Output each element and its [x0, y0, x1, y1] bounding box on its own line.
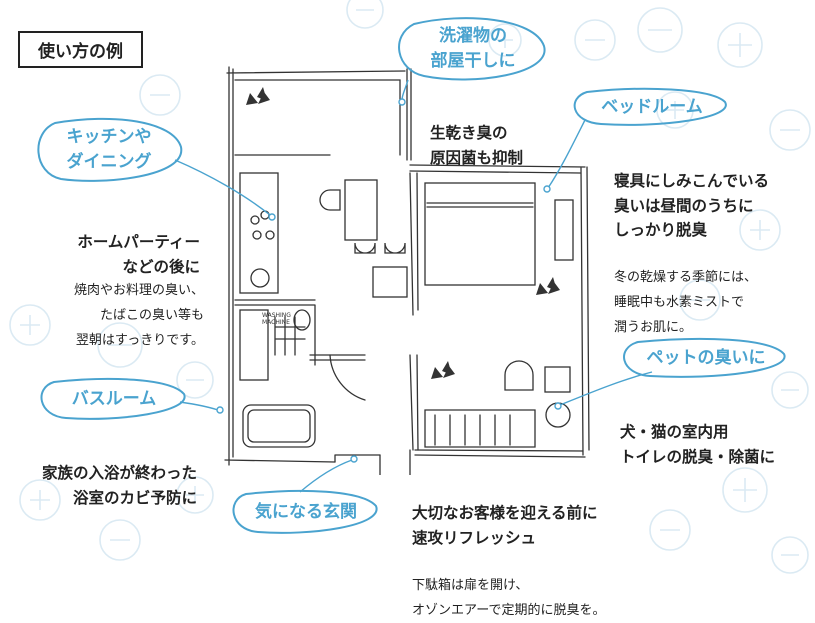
bubble-pet-text: ペットの臭いに: [646, 347, 766, 368]
bubble-bath-text: バスルーム: [71, 388, 157, 409]
page-title: 使い方の例: [18, 31, 143, 68]
bubble-pet: ペットの臭いに: [620, 337, 792, 378]
bedroom-sub-text: 冬の乾燥する季節には、 睡眠中も水素ミストで 潤うお肌に。: [614, 270, 758, 335]
bubble-bedroom: ベッドルーム: [571, 87, 733, 126]
connector-lines: [174, 79, 653, 493]
bubble-entrance: 気になる玄関: [230, 489, 382, 534]
kitchen-sub-text: 焼肉やお料理の臭い、 たばこの臭い等も 翌朝はすっきりです。: [73, 283, 204, 348]
laundry-main-text: 生乾き臭の 原因菌も抑制: [430, 124, 524, 167]
bubble-bath: バスルーム: [38, 377, 190, 420]
pet-main-text: 犬・猫の室内用 トイレの脱臭・除菌に: [620, 423, 776, 466]
kitchen-sub-description: 焼肉やお料理の臭い、 たばこの臭い等も 翌朝はすっきりです。: [8, 255, 204, 353]
entrance-main-text: 大切なお客様を迎える前に 速攻リフレッシュ: [412, 504, 598, 547]
bubble-kitchen: キッチンや ダイニング: [33, 117, 185, 183]
entrance-sub-text: 下駄箱は扉を開け、 オゾンエアーで定期的に脱臭を。: [412, 578, 606, 618]
bubble-laundry-text: 洗濯物の 部屋干しに: [430, 26, 516, 71]
bubble-entrance-text: 気になる玄関: [255, 501, 357, 522]
bath-description: 家族の入浴が終わった 浴室のカビ予防に: [14, 438, 197, 510]
laundry-description: 生乾き臭の 原因菌も抑制: [430, 98, 523, 170]
background-decoration: [9, 0, 811, 574]
pet-description: 犬・猫の室内用 トイレの脱臭・除菌に: [620, 397, 775, 469]
bubble-laundry: 洗濯物の 部屋干しに: [394, 16, 552, 82]
bubble-bedroom-text: ベッドルーム: [601, 96, 703, 117]
bubble-kitchen-text: キッチンや ダイニング: [66, 127, 152, 172]
bath-main-text: 家族の入浴が終わった 浴室のカビ予防に: [41, 464, 197, 507]
entrance-description: 大切なお客様を迎える前に 速攻リフレッシュ 下駄箱は扉を開け、 オゾンエアーで定…: [412, 478, 605, 623]
bedroom-main-text: 寝具にしみこんでいる 臭いは昼間のうちに しっかり脱臭: [614, 172, 770, 239]
kitchen-description: ホームパーティー などの後に: [64, 207, 200, 279]
bedroom-description: 寝具にしみこんでいる 臭いは昼間のうちに しっかり脱臭 冬の乾燥する季節には、 …: [614, 146, 769, 340]
kitchen-main-text: ホームパーティー などの後に: [77, 233, 200, 276]
